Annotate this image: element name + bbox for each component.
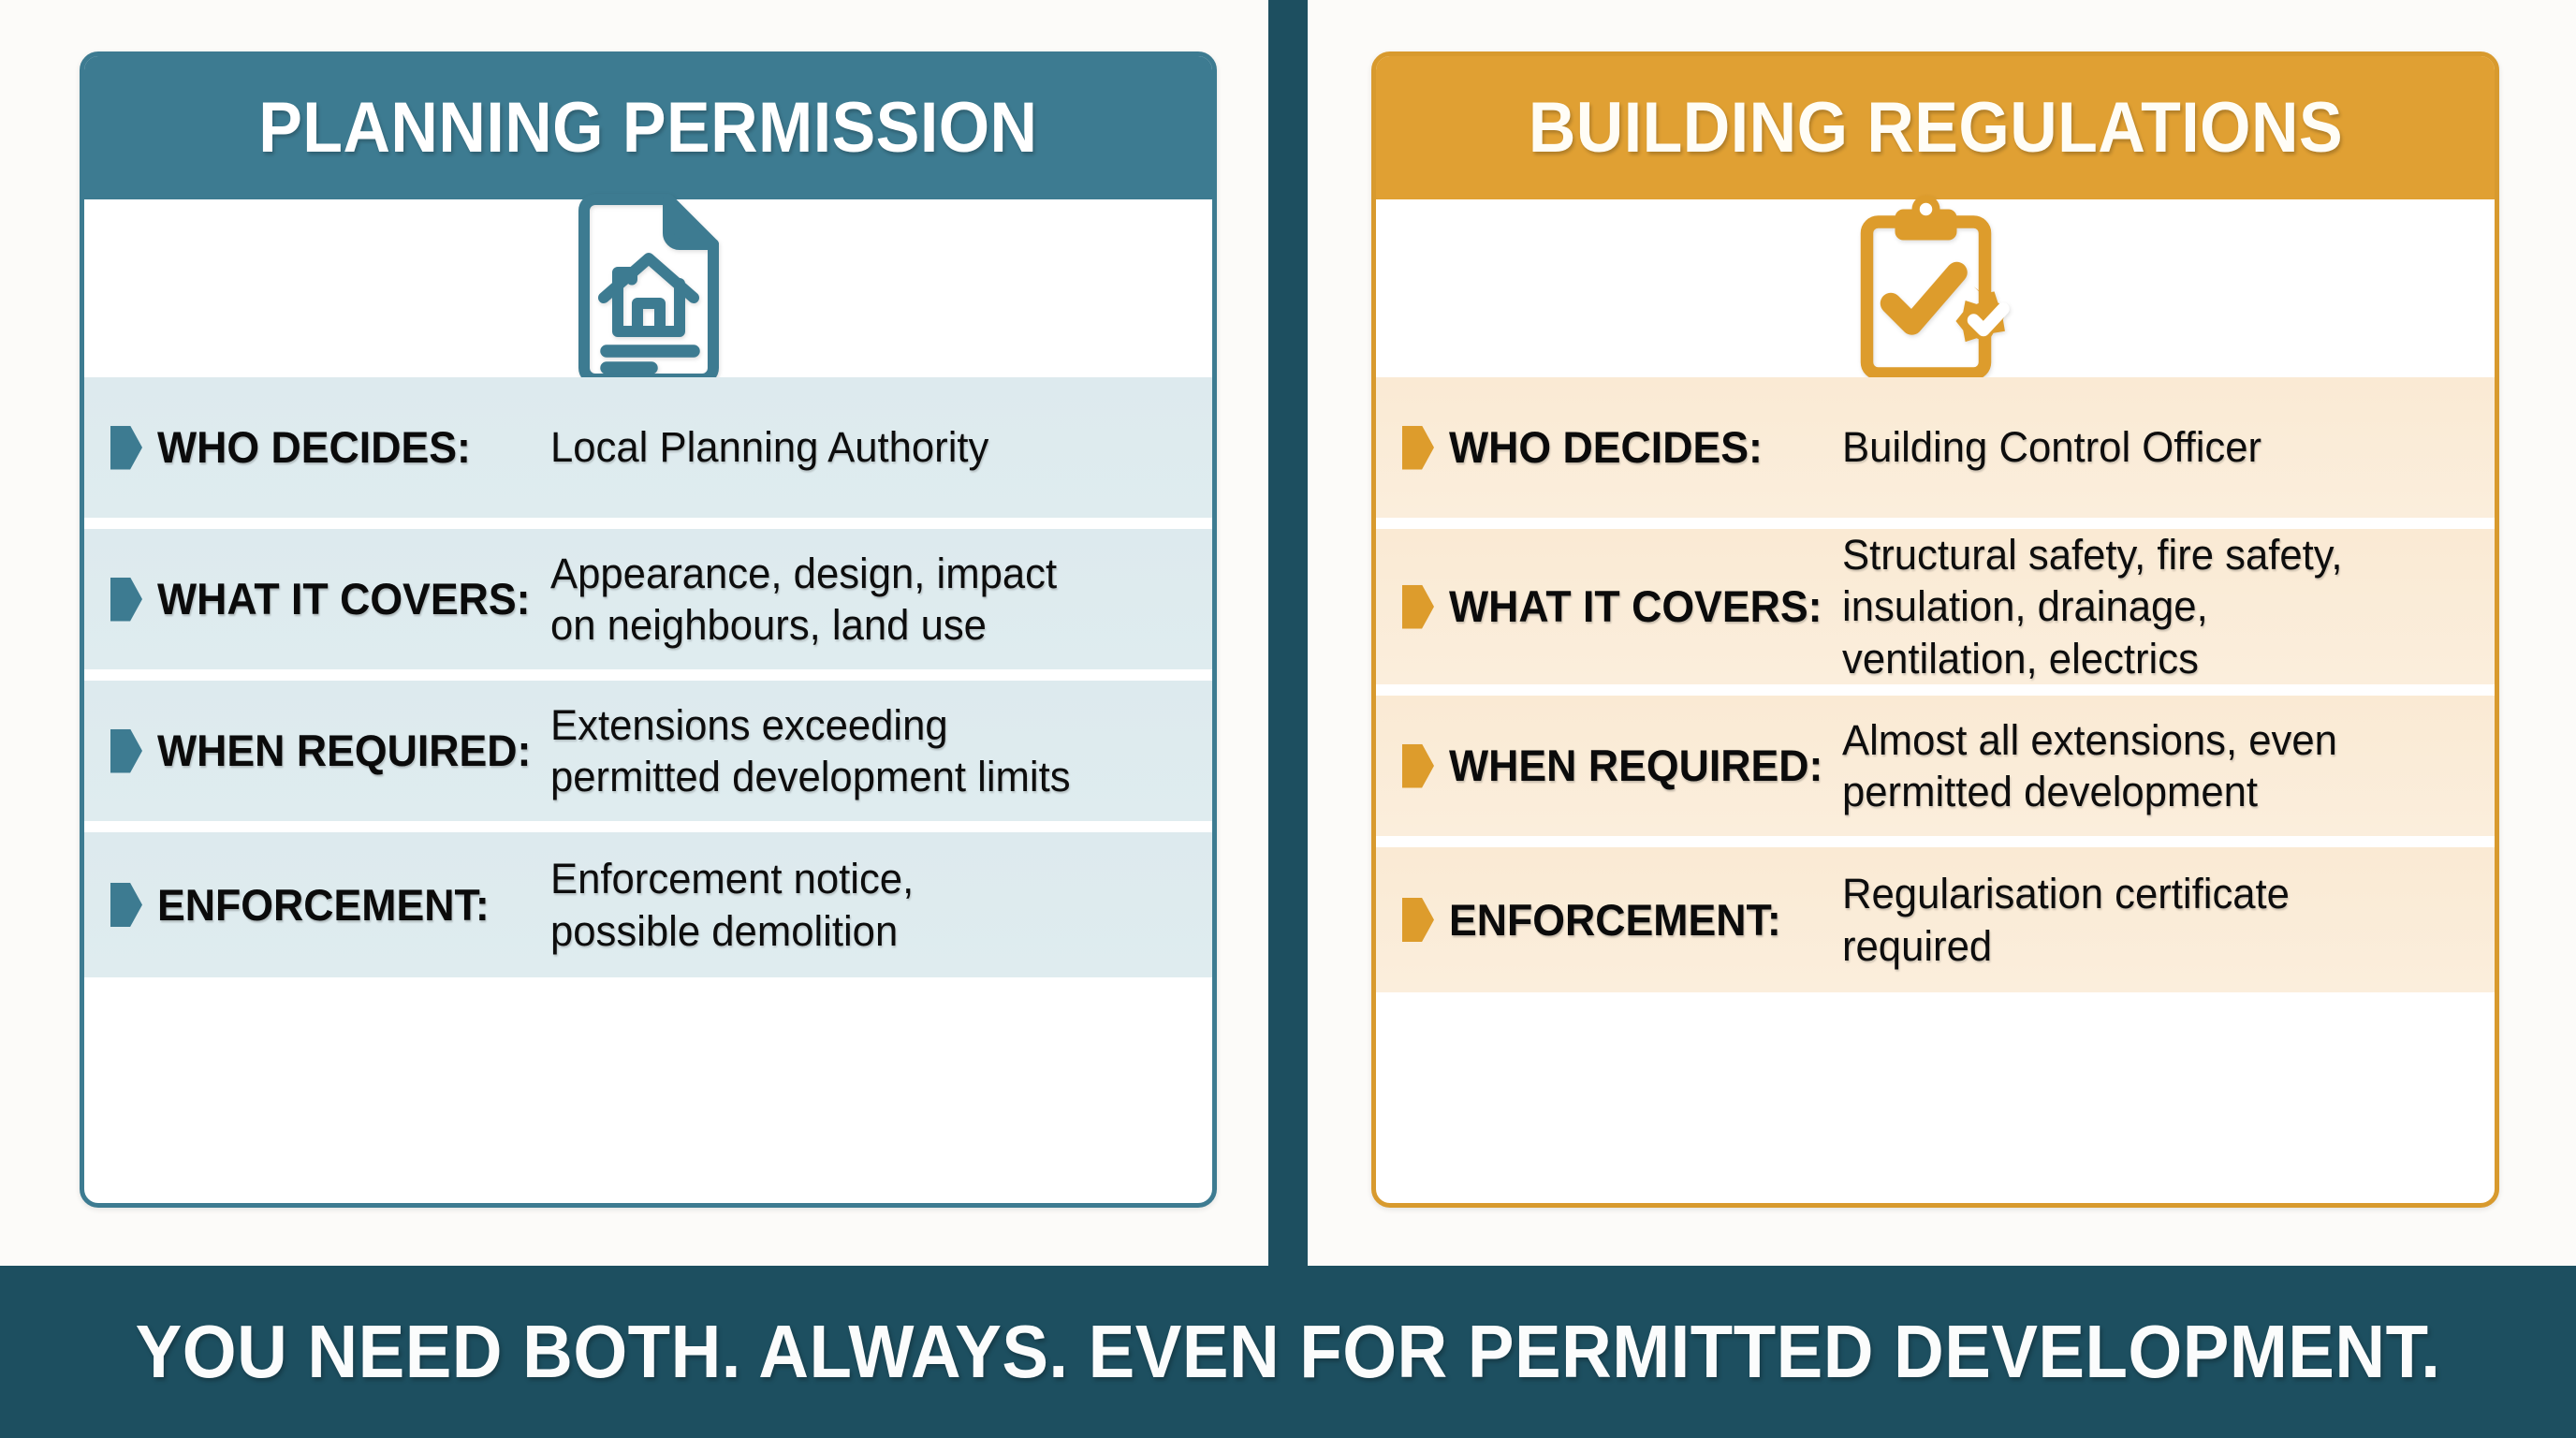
- table-row: WHAT IT COVERS: Structural safety, fire …: [1376, 529, 2495, 685]
- arrow-bullet-icon: [1402, 743, 1434, 788]
- table-row: WHEN REQUIRED: Extensions exceeding perm…: [84, 681, 1212, 821]
- clipboard-check-badge-icon: [1842, 194, 2029, 390]
- row-label: WHAT IT COVERS:: [1449, 581, 1822, 632]
- document-with-house-icon: [564, 194, 733, 390]
- banner-text: YOU NEED BOTH. ALWAYS. EVEN FOR PERMITTE…: [135, 1310, 2441, 1393]
- table-row: WHEN REQUIRED: Almost all extensions, ev…: [1376, 696, 2495, 837]
- building-card-header: BUILDING REGULATIONS: [1376, 56, 2495, 199]
- planning-card-header: PLANNING PERMISSION: [84, 56, 1212, 199]
- arrow-bullet-icon: [110, 577, 142, 622]
- table-row: WHO DECIDES: Building Control Officer: [1376, 377, 2495, 518]
- table-row: WHAT IT COVERS: Appearance, design, impa…: [84, 529, 1212, 669]
- bottom-banner: YOU NEED BOTH. ALWAYS. EVEN FOR PERMITTE…: [0, 1266, 2576, 1438]
- center-divider: [1268, 0, 1308, 1296]
- row-value: Extensions exceeding permitted developme…: [550, 700, 1071, 800]
- table-row: ENFORCEMENT: Regularisation certificate …: [1376, 847, 2495, 993]
- row-value: Enforcement notice, possible demolition: [550, 855, 915, 955]
- row-label: ENFORCEMENT:: [157, 879, 490, 930]
- row-label: ENFORCEMENT:: [1449, 894, 1781, 945]
- row-label: WHO DECIDES:: [1449, 422, 1763, 473]
- row-value: Appearance, design, impact on neighbours…: [550, 549, 1058, 649]
- arrow-bullet-icon: [110, 425, 142, 470]
- arrow-bullet-icon: [1402, 425, 1434, 470]
- row-value: Regularisation certificate required: [1842, 870, 2290, 970]
- planning-rows: WHO DECIDES: Local Planning Authority WH…: [84, 377, 1212, 977]
- building-icon-panel: [1376, 195, 2495, 380]
- planning-icon-panel: [84, 194, 1212, 385]
- building-card-title: BUILDING REGULATIONS: [1528, 87, 2343, 168]
- row-value: Structural safety, fire safety, insulati…: [1842, 531, 2343, 682]
- row-value: Local Planning Authority: [550, 423, 989, 472]
- row-label: WHAT IT COVERS:: [157, 574, 531, 624]
- table-row: WHO DECIDES: Local Planning Authority: [84, 377, 1212, 518]
- row-label: WHEN REQUIRED:: [1449, 741, 1823, 791]
- table-row: ENFORCEMENT: Enforcement notice, possibl…: [84, 832, 1212, 977]
- arrow-bullet-icon: [110, 883, 142, 927]
- arrow-bullet-icon: [1402, 898, 1434, 943]
- arrow-bullet-icon: [110, 728, 142, 773]
- building-regulations-card: BUILDING REGULATIONS: [1371, 51, 2499, 1208]
- row-label: WHEN REQUIRED:: [157, 726, 532, 776]
- arrow-bullet-icon: [1402, 584, 1434, 629]
- planning-permission-card: PLANNING PERMISSION WHO DECIDES:: [80, 51, 1217, 1208]
- building-rows: WHO DECIDES: Building Control Officer WH…: [1376, 377, 2495, 993]
- planning-card-title: PLANNING PERMISSION: [258, 87, 1038, 168]
- row-label: WHO DECIDES:: [157, 422, 471, 473]
- row-value: Building Control Officer: [1842, 423, 2262, 472]
- row-value: Almost all extensions, even permitted de…: [1842, 715, 2337, 816]
